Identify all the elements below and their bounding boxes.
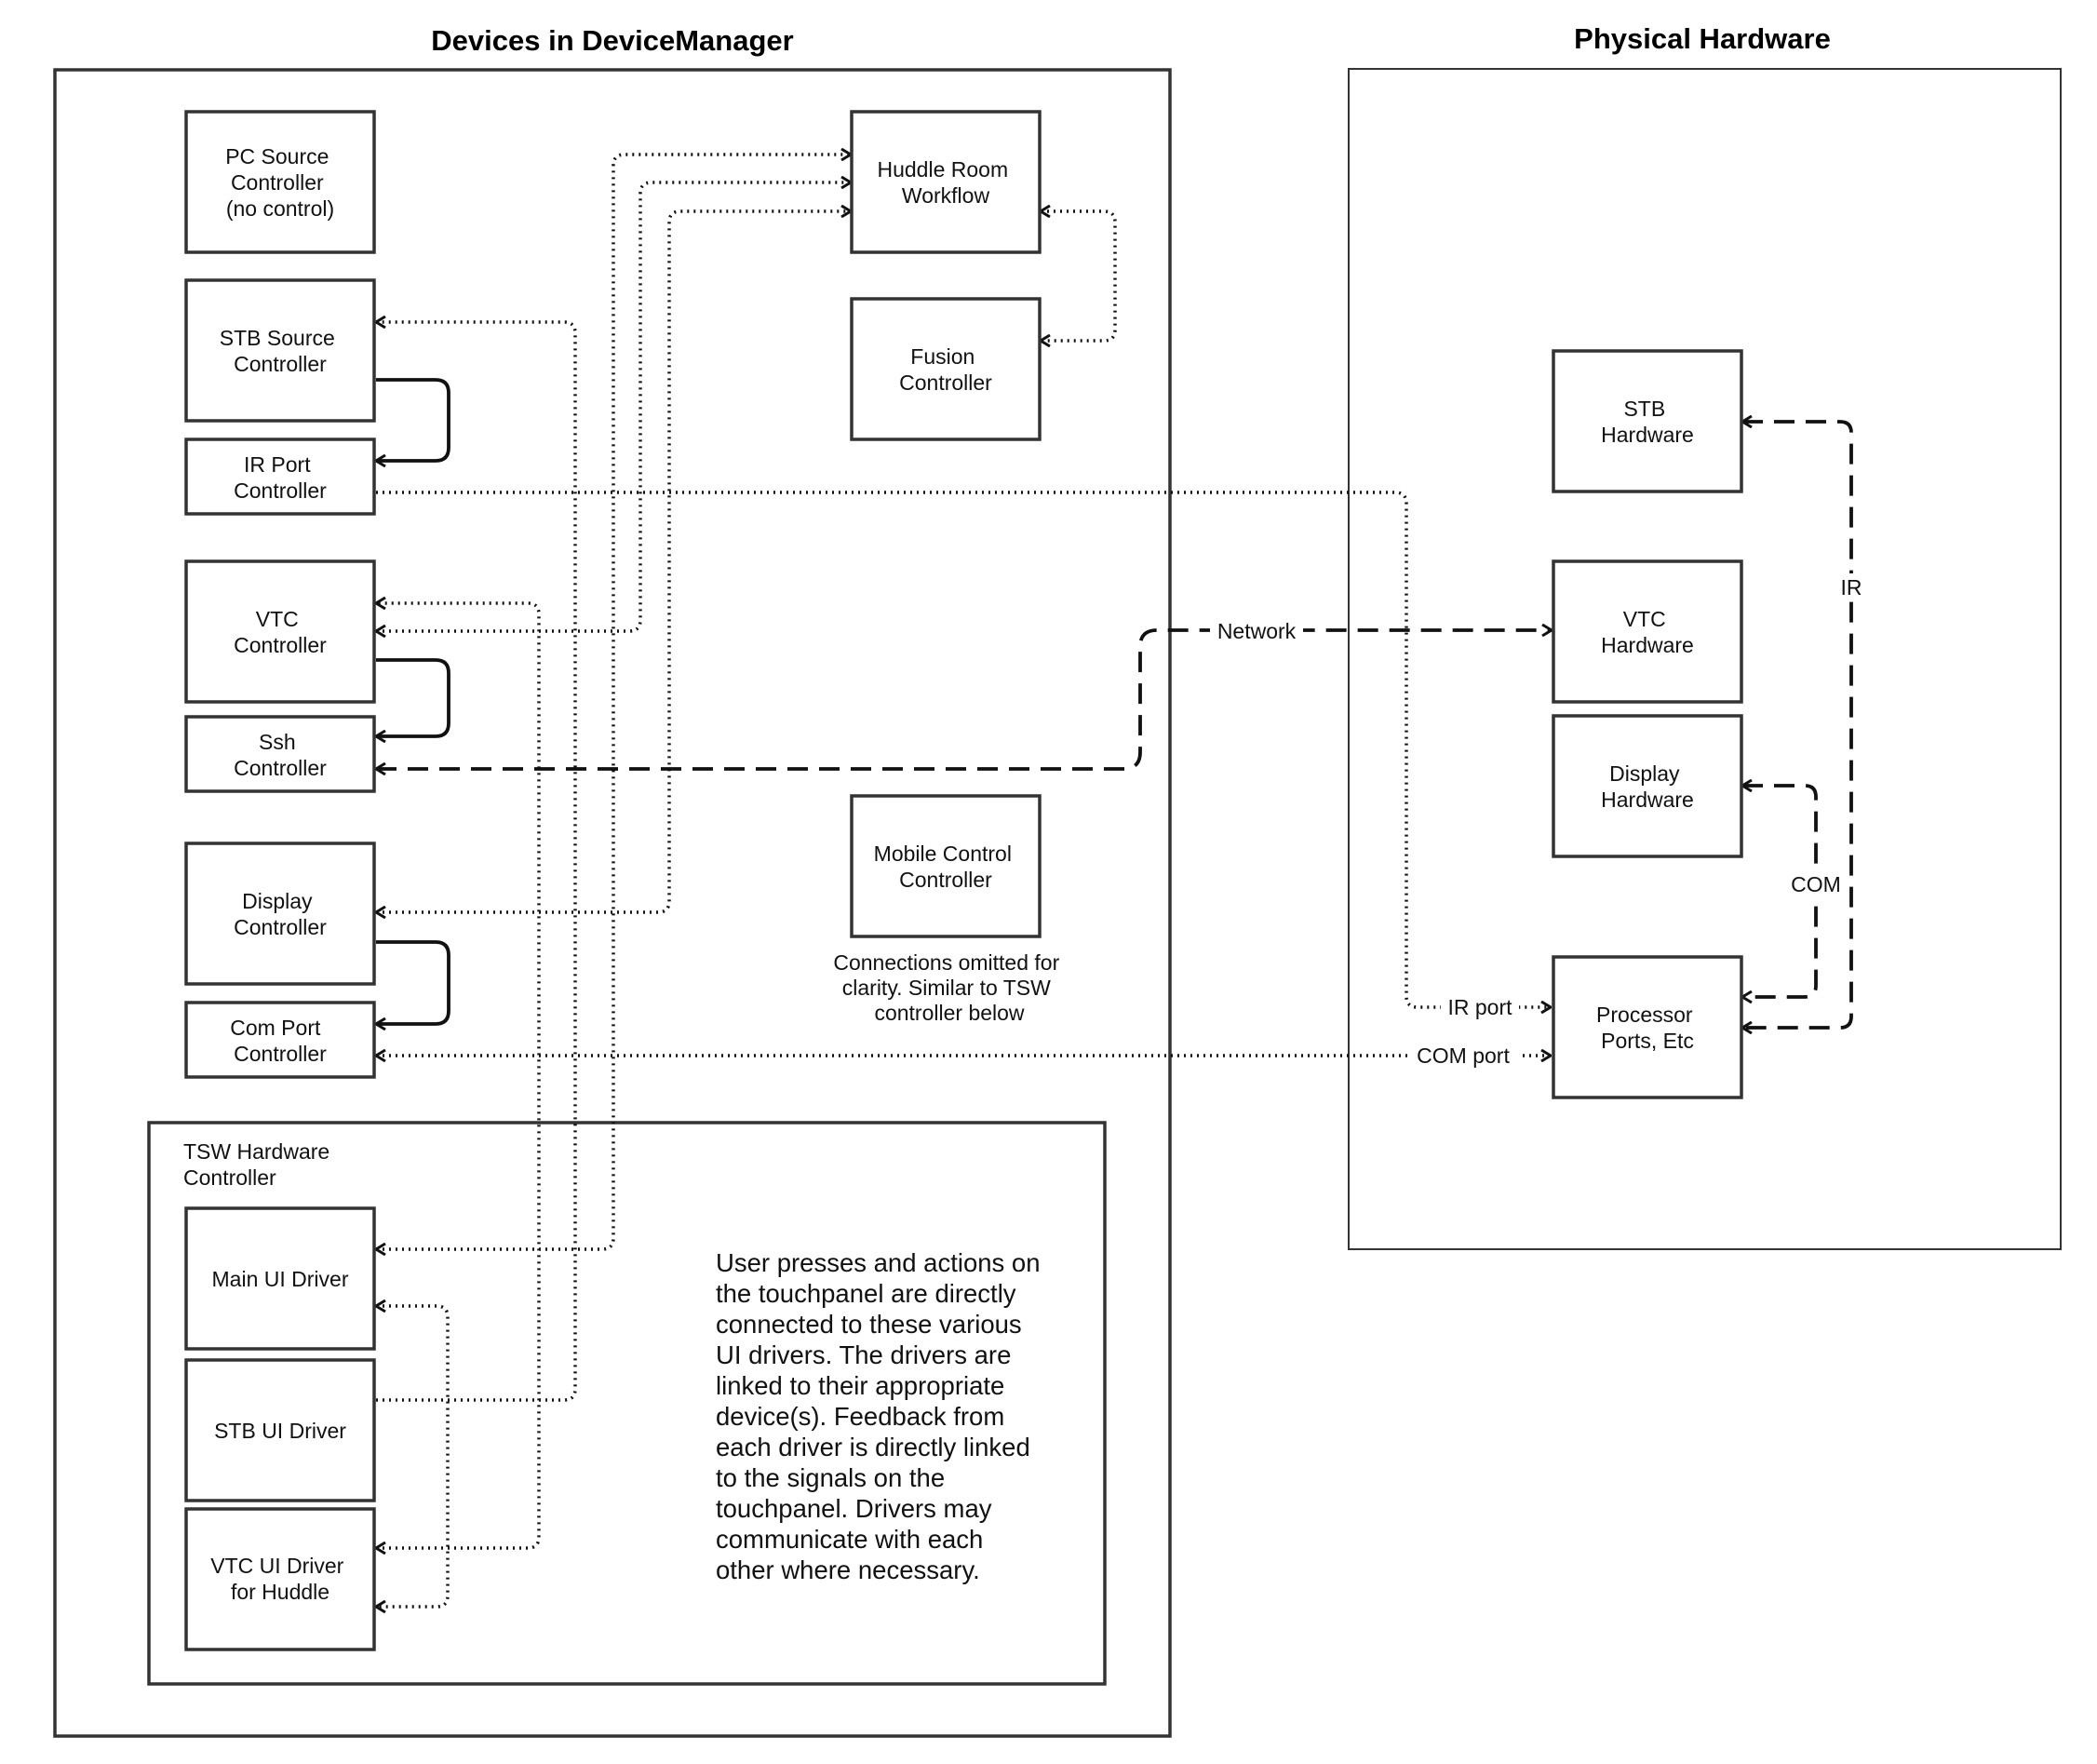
fusion-controller-label: Fusion Controller [899, 344, 992, 395]
tsw-hardware-controller-label: TSW Hardware Controller [183, 1139, 336, 1190]
display-com-port-link [376, 940, 450, 1024]
vtc-huddle-link [376, 182, 851, 631]
mobile-control-controller-label: Mobile Control Controller [874, 842, 1018, 892]
vtc-ssh-link [376, 658, 450, 736]
ir-port-link [376, 491, 1551, 1007]
vtc-ui-driver-label: VTC UI Driver for Huddle [210, 1554, 350, 1604]
display-hardware [1552, 714, 1743, 858]
display-huddle-link [376, 211, 851, 912]
stb-ui-driver-label: STB UI Driver [214, 1419, 346, 1443]
ir-label: IR [1841, 575, 1862, 599]
tsw-driver-note: User presses and actions on the touchpan… [716, 1248, 1047, 1584]
pc-source-controller-label: PC Source Controller (no control) [225, 144, 335, 221]
vtc-controller-label: VTC Controller [234, 607, 327, 657]
vtc-hardware [1552, 559, 1743, 704]
main-ui-vtc-ui-link [376, 1306, 450, 1607]
stb-source-controller [184, 278, 376, 423]
network-label: Network [1217, 619, 1297, 643]
com-port-label: COM port [1417, 1044, 1510, 1068]
stb-ir-port-link [376, 378, 450, 461]
mobile-control-controller [850, 794, 1042, 938]
fusion-huddle-link [1041, 211, 1117, 341]
main-ui-driver-label: Main UI Driver [212, 1267, 349, 1291]
com-port-controller-label: Com Port Controller [230, 1016, 327, 1066]
devicemanager-title: Devices in DeviceManager [431, 24, 793, 57]
physical-hardware-title: Physical Hardware [1574, 22, 1831, 55]
com-port-controller [184, 1001, 376, 1079]
display-controller [184, 842, 376, 986]
stb-hardware [1552, 349, 1743, 493]
com-label: COM [1791, 872, 1841, 896]
main-ui-huddle-link [376, 155, 851, 1249]
processor-ports-label: Processor Ports, Etc [1596, 1003, 1699, 1053]
processor-ports [1552, 955, 1743, 1099]
vtc-ui-vtc-link [376, 603, 541, 1548]
main-ui-driver [184, 1206, 376, 1351]
fusion-controller [850, 297, 1042, 441]
ir-port-controller-label: IR Port Controller [234, 452, 327, 503]
display-controller-label: Display Controller [234, 889, 327, 939]
ssh-controller [184, 715, 376, 793]
huddle-room-workflow [850, 110, 1042, 254]
stb-hardware-label: STB Hardware [1601, 397, 1694, 447]
stb-ui-driver [184, 1358, 376, 1502]
vtc-hardware-label: VTC Hardware [1601, 607, 1694, 657]
ir-hardware-link [1742, 422, 1853, 1028]
network-link [376, 630, 1552, 769]
ir-port-controller [184, 438, 376, 516]
stb-source-controller-label: STB Source Controller [220, 326, 341, 376]
ssh-controller-label: Ssh Controller [234, 730, 327, 780]
mobile-control-note: Connections omitted for clarity. Similar… [833, 950, 1065, 1025]
ir-port-label: IR port [1447, 995, 1512, 1019]
pc-source-controller [184, 110, 376, 254]
devicemanager-frame [53, 68, 1172, 1738]
stb-ui-stb-source-link [376, 322, 577, 1402]
display-hardware-label: Display Hardware [1601, 761, 1694, 812]
huddle-room-workflow-label: Huddle Room Workflow [877, 157, 1014, 208]
vtc-ui-driver [184, 1507, 376, 1651]
vtc-controller [184, 559, 376, 704]
